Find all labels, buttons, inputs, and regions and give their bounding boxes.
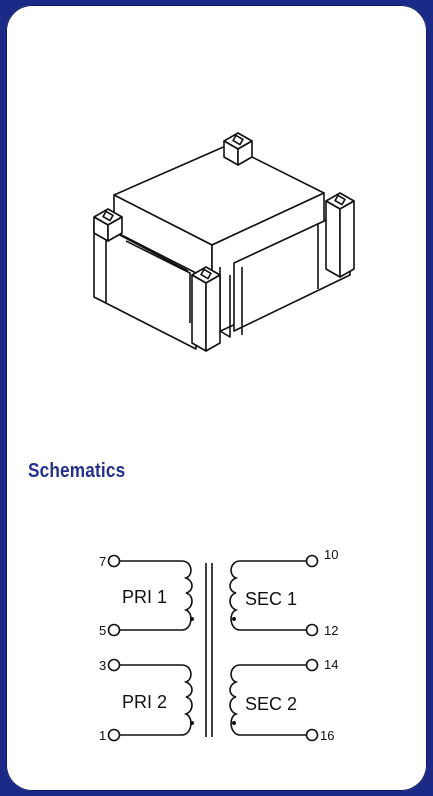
pin-terminal[interactable] xyxy=(305,728,319,742)
corner-post-right xyxy=(325,192,355,278)
winding-pri-2 xyxy=(107,658,194,742)
pin-terminal[interactable] xyxy=(305,658,319,672)
corner-post-left xyxy=(93,208,123,242)
transformer-schematic: 7 5 3 1 10 12 14 16 PRI 1 PRI 2 SEC 1 SE… xyxy=(99,547,338,743)
corner-post-front xyxy=(191,266,221,352)
winding-label: SEC 2 xyxy=(245,694,297,714)
pin-number: 16 xyxy=(320,728,334,743)
pin-terminal[interactable] xyxy=(107,728,121,742)
pin-number: 1 xyxy=(99,728,106,743)
winding-label: PRI 2 xyxy=(122,692,167,712)
section-title: Schematics xyxy=(28,460,126,482)
datasheet-card: Schematics xyxy=(6,5,427,791)
polarity-dot xyxy=(232,721,236,725)
pin-number: 7 xyxy=(99,554,106,569)
winding-label: SEC 1 xyxy=(245,589,297,609)
winding-pri-1 xyxy=(107,554,194,637)
pin-number: 10 xyxy=(324,547,338,562)
clamp-band-left xyxy=(93,220,197,350)
polarity-dot xyxy=(190,721,194,725)
winding-sec-2 xyxy=(229,658,319,742)
pin-number: 14 xyxy=(324,657,338,672)
winding-sec-1 xyxy=(229,554,319,637)
polarity-dot xyxy=(232,617,236,621)
polarity-dot xyxy=(190,617,194,621)
winding-label: PRI 1 xyxy=(122,587,167,607)
pin-number: 5 xyxy=(99,623,106,638)
pin-terminal[interactable] xyxy=(107,623,121,637)
corner-post-back xyxy=(223,132,253,166)
clamp-band-right xyxy=(233,208,351,332)
pin-terminal[interactable] xyxy=(107,554,121,568)
pin-number: 12 xyxy=(324,623,338,638)
pin-terminal[interactable] xyxy=(305,554,319,568)
pin-number: 3 xyxy=(99,658,106,673)
pin-terminal[interactable] xyxy=(305,623,319,637)
pin-terminal[interactable] xyxy=(107,658,121,672)
transformer-drawing xyxy=(93,132,355,352)
